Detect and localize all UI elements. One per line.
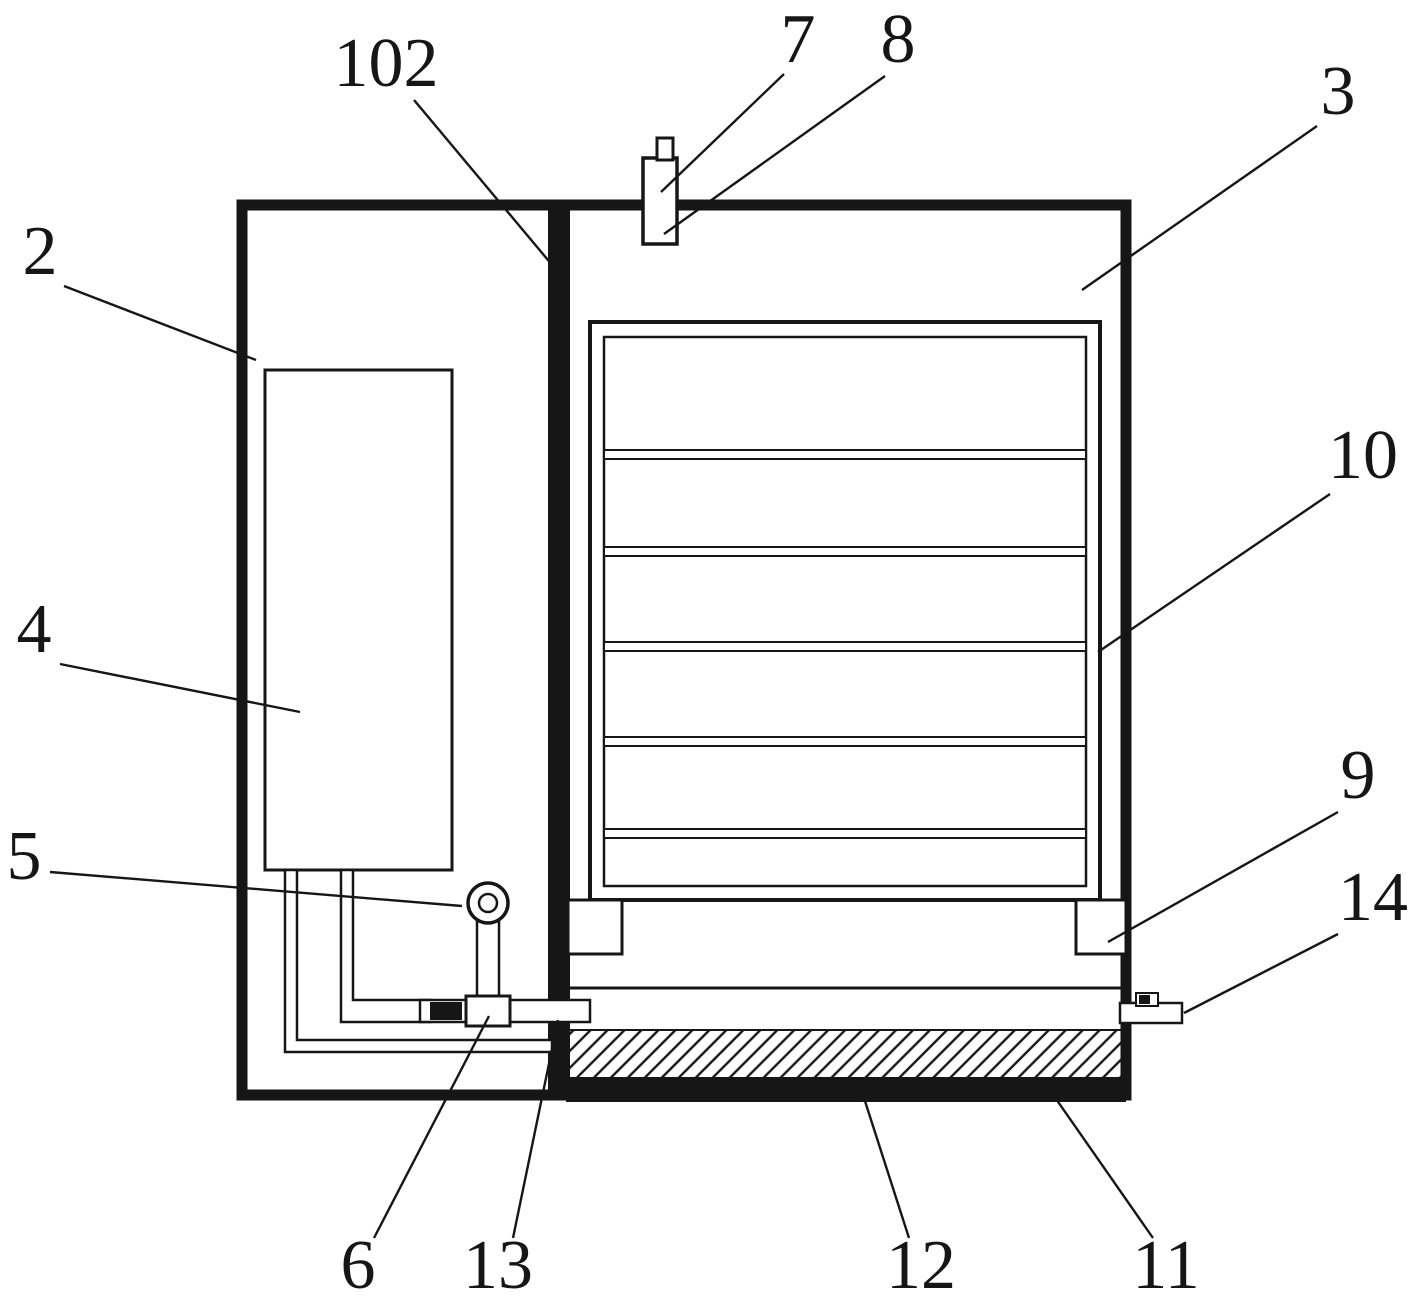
shelf-board (603, 736, 1087, 747)
drain-cock-handle (1139, 995, 1150, 1004)
part-label-102: 102 (334, 25, 439, 102)
shelf-rack-outer-frame (588, 320, 1102, 902)
rack-left-foot (566, 898, 624, 956)
leader-line-12 (862, 1097, 911, 1239)
rack-right-foot (1074, 898, 1128, 956)
leader-line-102 (413, 99, 559, 273)
part-label-12: 12 (886, 1227, 956, 1299)
shelf-board (603, 546, 1087, 557)
shelf-board (603, 449, 1087, 460)
part-label-4: 4 (17, 591, 52, 668)
leader-line-9 (1107, 810, 1339, 944)
shelf-board (603, 828, 1087, 839)
elbow-riser-pipe (475, 916, 501, 1004)
leader-line-11 (1046, 1085, 1154, 1239)
center-partition-wall (548, 205, 570, 1095)
leader-line-6 (372, 1015, 491, 1239)
part-label-11: 11 (1132, 1227, 1199, 1299)
leader-line-10 (1097, 493, 1331, 653)
reservoir-tank (263, 368, 454, 872)
part-label-5: 5 (7, 818, 42, 895)
leader-line-5 (49, 870, 463, 908)
shelf-rack (588, 320, 1102, 902)
part-label-13: 13 (463, 1227, 533, 1299)
leader-line-2 (63, 284, 257, 362)
shelf-board (603, 641, 1087, 652)
tank-outlet-pipe (339, 868, 432, 1024)
leader-line-14 (1183, 932, 1339, 1015)
part-label-7: 7 (781, 1, 816, 78)
part-label-10: 10 (1328, 417, 1398, 494)
drain-cock (1118, 992, 1184, 1025)
inline-valve (430, 1002, 462, 1020)
leader-line-3 (1081, 125, 1318, 291)
lower-drain-pipe (283, 868, 554, 1054)
pump-head-inner (477, 892, 499, 914)
part-label-8: 8 (881, 1, 916, 78)
part-label-14: 14 (1338, 859, 1408, 936)
leader-line-7 (660, 73, 785, 193)
leader-line-4 (59, 662, 301, 714)
top-valve-nozzle (655, 136, 675, 162)
part-label-2: 2 (23, 213, 58, 290)
pipe-junction-fitting (464, 994, 512, 1028)
bottom-heater-bar (566, 1078, 1126, 1102)
leader-line-13 (511, 1019, 560, 1239)
part-label-6: 6 (341, 1227, 376, 1299)
leader-line-8 (663, 75, 886, 235)
shelf-rack-inner-frame (602, 335, 1088, 888)
hatched-base-layer (565, 1029, 1127, 1079)
part-label-9: 9 (1341, 737, 1376, 814)
top-valve-body (641, 156, 679, 246)
part-label-3: 3 (1321, 53, 1356, 130)
